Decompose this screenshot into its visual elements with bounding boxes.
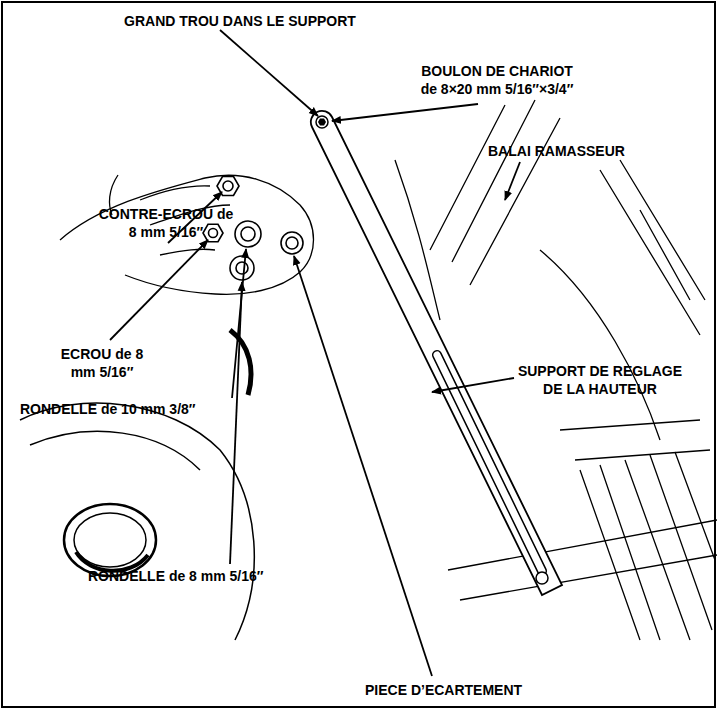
part-label: ECROU de 8 mm 5/16″ xyxy=(56,345,148,381)
broom-strokes xyxy=(395,100,717,640)
part-label: PIECE D’ECARTEMENT xyxy=(365,681,625,699)
part-label: CONTRE-ECROU de 8 mm 5/16″ xyxy=(96,205,236,241)
part-label: BOULON DE CHARIOT de 8×20 mm 5/16″×3/4″ xyxy=(412,62,582,98)
part-label: RONDELLE de 10 mm 3/8″ xyxy=(20,400,310,418)
part-label: SUPPORT DE REGLAGE DE LA HAUTEUR xyxy=(512,362,688,398)
height-support xyxy=(311,111,562,595)
hardware xyxy=(203,177,303,281)
part-label: GRAND TROU DANS LE SUPPORT xyxy=(90,12,390,30)
part-label: RONDELLE de 8 mm 5/16″ xyxy=(88,567,368,585)
wheel xyxy=(20,403,254,640)
part-label: BALAI RAMASSEUR xyxy=(488,142,658,160)
hand xyxy=(60,175,314,294)
